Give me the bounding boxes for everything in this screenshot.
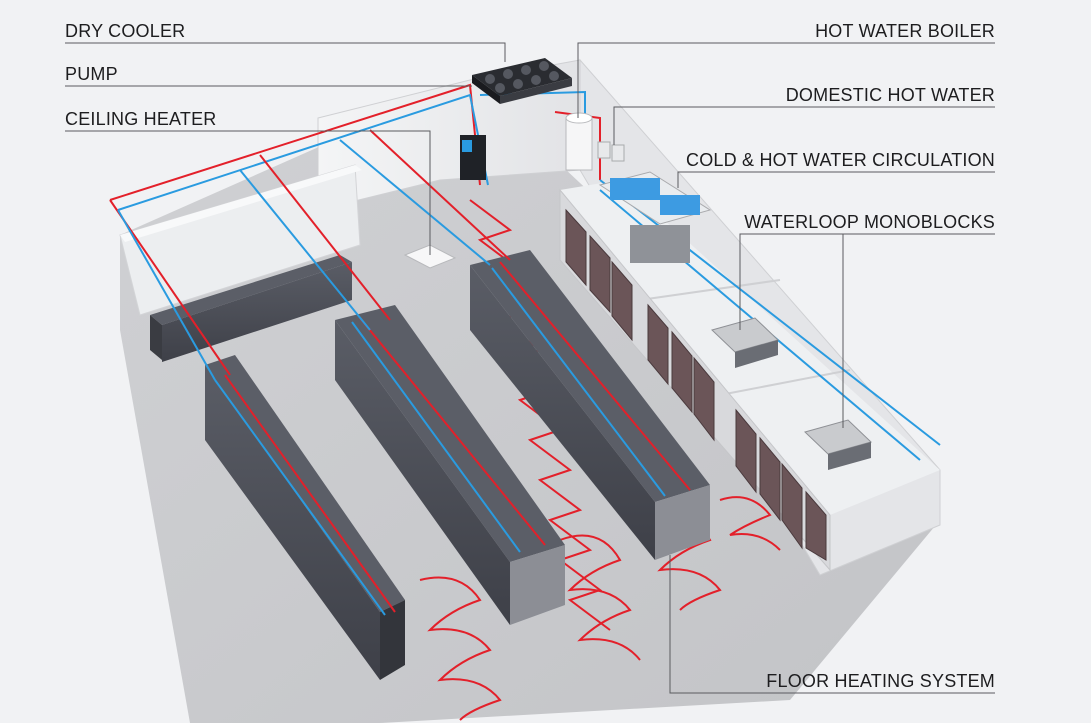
- leader-lines: [65, 42, 995, 694]
- rack-row-left: [205, 355, 405, 680]
- hot-water-boiler-label: HOT WATER BOILER: [815, 21, 995, 41]
- ceiling-heater-label: CEILING HEATER: [65, 109, 217, 129]
- ceiling-heater-unit: [403, 244, 457, 269]
- monoblock-1: [711, 317, 779, 368]
- left-partition: [119, 164, 361, 316]
- circulation-label: COLD & HOT WATER CIRCULATION: [686, 150, 995, 170]
- domestic-hot-water-label: DOMESTIC HOT WATER: [785, 85, 995, 105]
- left-partition-top: [120, 165, 362, 242]
- dry-cooler-label: DRY COOLER: [65, 21, 186, 41]
- rack-pipes: [214, 261, 691, 616]
- monoblock-2: [804, 419, 872, 470]
- pump-unit: [460, 135, 486, 180]
- rack-row-back: [150, 255, 352, 362]
- pump-label: PUMP: [65, 64, 118, 84]
- monoblocks-label: WATERLOOP MONOBLOCKS: [744, 212, 995, 232]
- domestic-hot-water-unit: [597, 141, 625, 162]
- room-doors: [565, 208, 827, 561]
- rack-row-right: [470, 250, 710, 560]
- hot-water-boiler-unit: [565, 112, 593, 171]
- water-circulation-unit: [598, 171, 712, 263]
- floor-heating-label: FLOOR HEATING SYSTEM: [766, 671, 995, 691]
- dry-cooler-unit: [472, 58, 572, 104]
